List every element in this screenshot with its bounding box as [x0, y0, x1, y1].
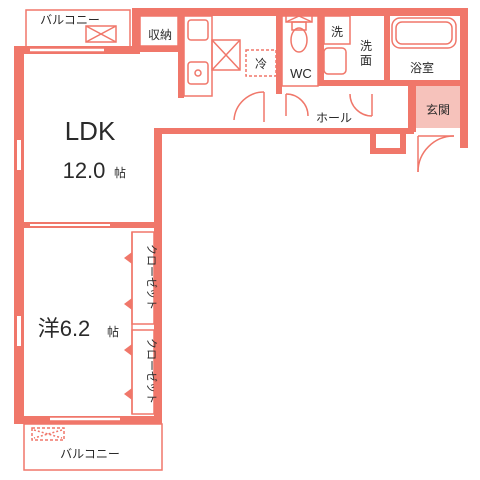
entrance-label: 玄関	[426, 102, 450, 117]
closet-2-label: クローゼット	[145, 338, 158, 404]
balcony-bottom-label: バルコニー	[60, 447, 120, 461]
storage-label: 収納	[148, 28, 172, 42]
fridge-label: 冷	[255, 57, 267, 71]
ldk-room: LDK 12.0 帖	[15, 47, 126, 183]
ldk-unit: 帖	[114, 165, 126, 180]
washer-label: 洗	[331, 25, 343, 39]
service-core: 収納 冷 WC 洗 洗面 浴室	[139, 9, 457, 117]
hall: ホール	[233, 91, 352, 125]
entrance: 玄関	[416, 86, 460, 173]
closet-1-label: クローゼット	[145, 244, 158, 310]
western-room: 洋6.2 帖	[15, 224, 120, 422]
balcony-bottom: バルコニー	[23, 423, 163, 471]
washroom-label: 洗面	[360, 39, 372, 67]
western-label: 洋6.2	[38, 316, 91, 341]
ldk-size: 12.0	[63, 158, 106, 183]
balcony-top-label: バルコニー	[40, 13, 100, 27]
western-unit: 帖	[107, 324, 119, 339]
wc-label: WC	[290, 66, 312, 81]
hall-label: ホール	[316, 111, 352, 125]
bathroom-label: 浴室	[410, 60, 434, 75]
closets: クローゼット クローゼット	[124, 231, 158, 415]
outer-walls	[14, 8, 468, 424]
balcony-top: バルコニー	[25, 9, 131, 49]
ldk-label: LDK	[65, 116, 116, 146]
